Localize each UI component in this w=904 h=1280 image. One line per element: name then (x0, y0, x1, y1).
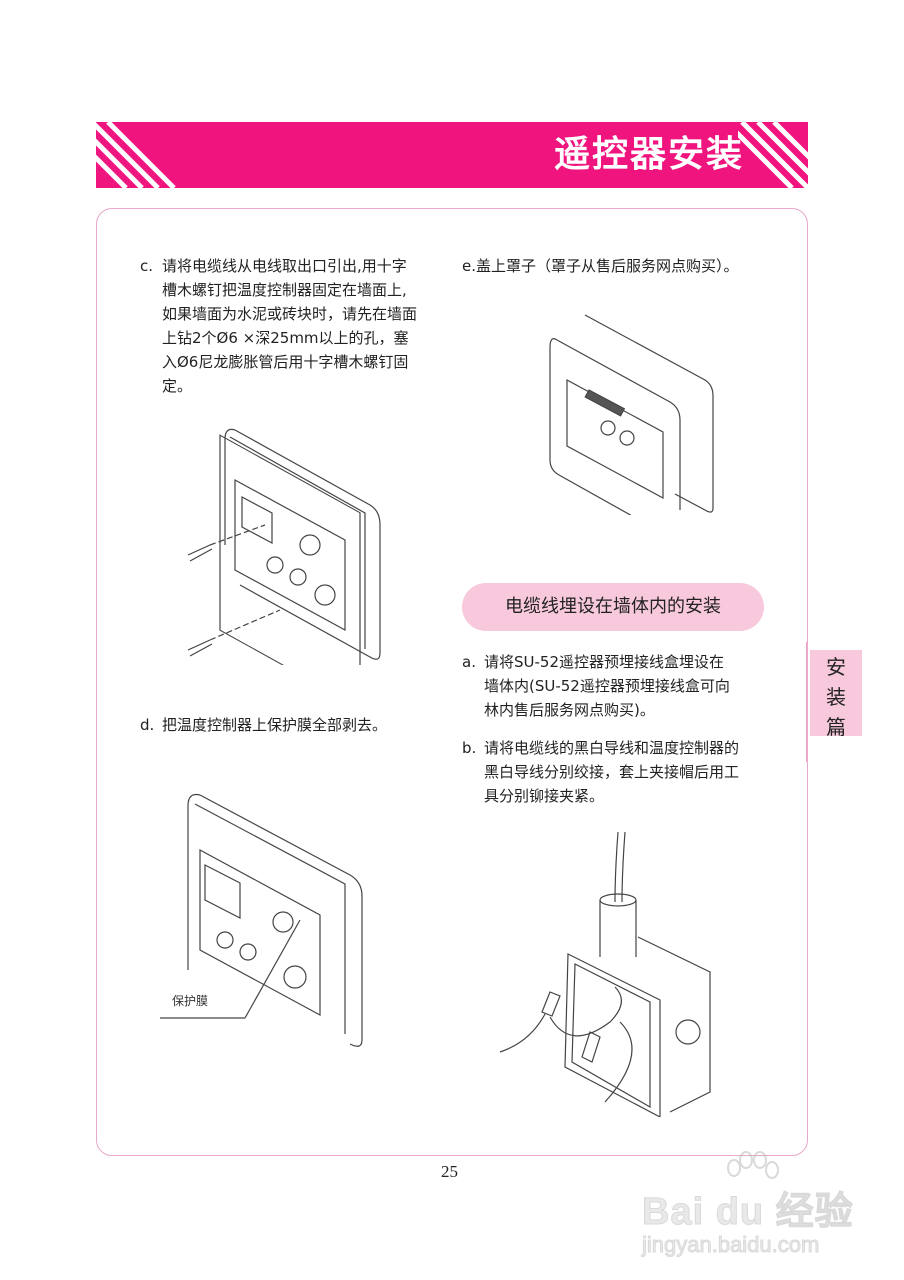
step-e-text: e.盖上罩子（罩子从售后服务网点购买）。 (462, 254, 802, 278)
step-a-text: a. 请将SU-52遥控器预埋接线盒埋设在 墙体内(SU-52遥控器预埋接线盒可向… (462, 650, 772, 722)
step-a-label: a. (462, 653, 476, 671)
figure-controller-protective-film (160, 790, 365, 1050)
side-tab-char: 装 (826, 685, 846, 709)
step-b-line: 请将电缆线的黑白导线和温度控制器的 (484, 739, 740, 757)
page-title: 遥控器安装 (553, 134, 744, 175)
step-e-label: e. (462, 257, 476, 275)
figure-controller-cover (545, 310, 715, 541)
step-c-text: c. 请将电缆线从电线取出口引出,用十字 槽木螺钉把温度控制器固定在墙面上, 如果… (140, 254, 450, 398)
page-number: 25 (441, 1162, 458, 1181)
step-b-line: 黑白导线分别绞接，套上夹接帽后用工 (484, 763, 740, 781)
step-b-text: b. 请将电缆线的黑白导线和温度控制器的 黑白导线分别绞接，套上夹接帽后用工 具分… (462, 736, 772, 808)
step-a-line: 墙体内(SU-52遥控器预埋接线盒可向 (484, 677, 730, 695)
side-tab-char: 安 (826, 655, 846, 679)
paw-icon (727, 1151, 779, 1179)
stripes-decoration-right (738, 122, 808, 188)
step-c-line: 槽木螺钉把温度控制器固定在墙面上, (162, 281, 407, 299)
side-tab-divider (806, 642, 808, 762)
watermark-url: jingyan.baidu.com (641, 1232, 820, 1258)
step-c-line: 定。 (162, 377, 193, 395)
stripes-decoration-left (96, 122, 176, 188)
step-b-line: 具分别铆接夹紧。 (484, 787, 605, 805)
section-side-tab: 安 装 篇 (806, 642, 862, 762)
step-c-label: c. (140, 257, 154, 275)
protective-film-callout: 保护膜 (172, 994, 209, 1008)
figure-junction-box-wiring (490, 822, 720, 1118)
step-d-text: d. 把温度控制器上保护膜全部剥去。 (140, 713, 440, 737)
step-d-label: d. (140, 716, 155, 734)
header-banner: 遥控器安装 (96, 122, 808, 188)
step-e-content: 盖上罩子（罩子从售后服务网点购买）。 (476, 257, 739, 275)
step-b-label: b. (462, 739, 477, 757)
figure-controller-mounting-screws (180, 425, 385, 709)
step-c-line: 请将电缆线从电线取出口引出,用十字 (162, 257, 407, 275)
step-a-line: 请将SU-52遥控器预埋接线盒埋设在 (484, 653, 725, 671)
step-d-content: 把温度控制器上保护膜全部剥去。 (162, 716, 388, 734)
side-tab-char: 篇 (826, 715, 846, 739)
step-c-line: 上钻2个Ø6 ×深25mm以上的孔，塞 (162, 329, 409, 347)
watermark-brand: Bai du 经验 (642, 1191, 854, 1234)
step-c-line: 如果墙面为水泥或砖块时，请先在墙面 (162, 305, 418, 323)
step-a-line: 林内售后服务网点购买)。 (484, 701, 655, 719)
baidu-watermark: Bai du 经验 jingyan.baidu.com (641, 1150, 857, 1270)
section-heading-in-wall-installation: 电缆线埋设在墙体内的安装 (462, 583, 764, 631)
step-c-line: 入Ø6尼龙膨胀管后用十字槽木螺钉固 (162, 353, 409, 371)
